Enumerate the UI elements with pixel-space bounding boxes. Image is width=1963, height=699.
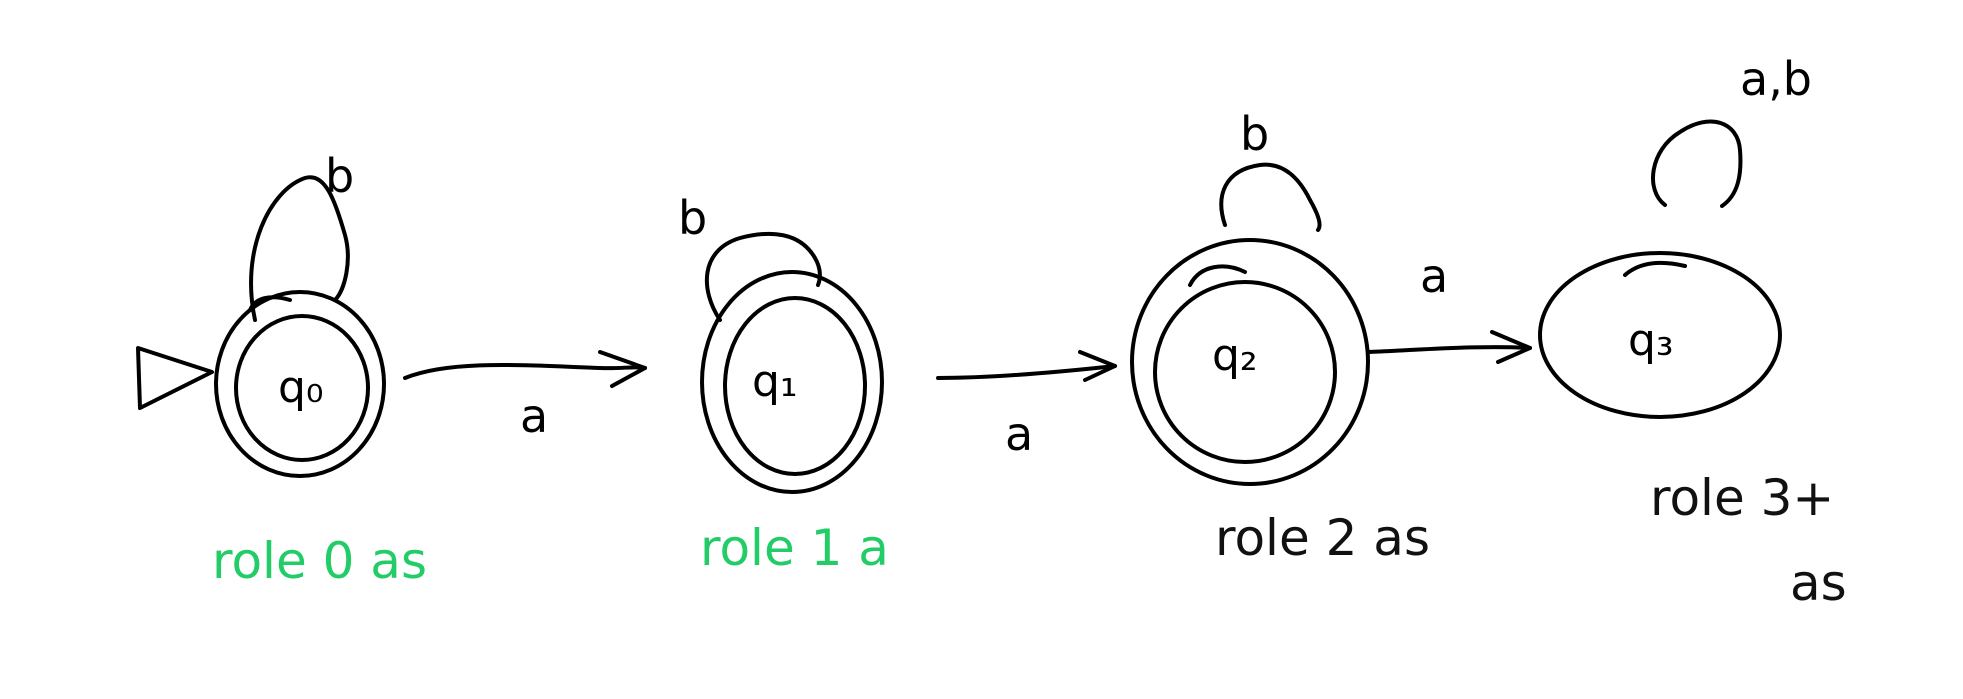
- transition-q1-q1-loop: [705, 231, 822, 322]
- state-q2-outer-circle: [1130, 238, 1370, 486]
- transition-q1-q1-label: b: [678, 191, 707, 245]
- state-q3-circle: [1538, 251, 1782, 419]
- transition-q1-q2-label: a: [1005, 407, 1033, 461]
- transition-q2-q3-line: [1366, 345, 1532, 354]
- state-q0-label: q₀: [278, 362, 324, 413]
- transition-q2-q2-label: b: [1240, 107, 1269, 161]
- state-q1-inner-circle: [723, 296, 867, 476]
- note-q1: role 1 a: [700, 519, 889, 577]
- transition-q2-q3-arrowhead: [1490, 330, 1532, 364]
- transition-q2-q2-loop-tick: [1188, 264, 1247, 287]
- transition-q2-q3-label: a: [1420, 249, 1448, 303]
- state-q1: q₁: [700, 270, 884, 494]
- state-q0-inner-circle: [234, 314, 370, 462]
- note-q3-line1: role 3+: [1650, 469, 1834, 527]
- state-q0-outer-circle: [214, 290, 386, 478]
- state-q1-label: q₁: [752, 356, 798, 407]
- transition-q1-q2-line: [936, 364, 1117, 380]
- transition-q0-q1-label: a: [520, 389, 548, 443]
- state-q2-label: q₂: [1212, 330, 1258, 381]
- note-q0: role 0 as: [212, 532, 427, 590]
- transition-q0-q1-line: [403, 363, 647, 380]
- state-q2: q₂: [1130, 238, 1370, 486]
- transition-q0-q0-loop: [249, 175, 350, 322]
- transition-q1-q2-arrowhead: [1078, 350, 1117, 382]
- transition-q3-q3-label: a,b: [1740, 52, 1812, 106]
- transition-q3-q3-loop-tick: [1623, 260, 1687, 277]
- transition-q0-q1-arrowhead: [598, 350, 647, 388]
- transition-q0-q0-label: b: [325, 149, 354, 203]
- transition-q2-q2-loop: [1219, 162, 1322, 232]
- transition-q3-q3-loop: [1651, 119, 1743, 208]
- note-q3-line2: as: [1790, 554, 1847, 612]
- state-q2-inner-circle: [1153, 280, 1337, 464]
- state-q3: q₃: [1538, 251, 1782, 419]
- transition-q0-q0-loop-tick: [248, 295, 292, 312]
- state-q0: q₀: [214, 290, 386, 478]
- state-q1-outer-circle: [700, 270, 884, 494]
- note-q2: role 2 as: [1215, 509, 1430, 567]
- state-q3-label: q₃: [1628, 315, 1674, 366]
- initial-arrow: [136, 346, 214, 410]
